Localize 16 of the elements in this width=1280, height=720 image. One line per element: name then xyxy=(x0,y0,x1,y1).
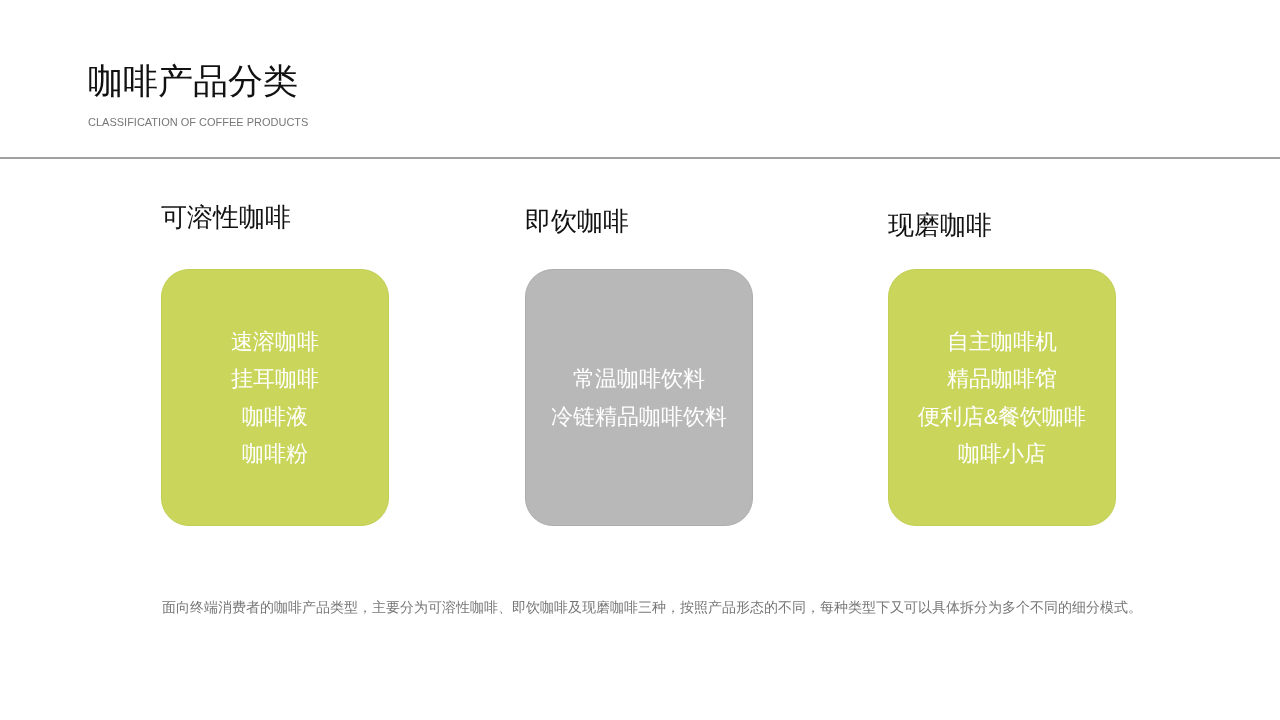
item-text: 咖啡液 xyxy=(242,402,308,431)
item-text: 挂耳咖啡 xyxy=(231,365,319,393)
item-text: 常温咖啡饮料 xyxy=(573,365,705,393)
item-text: 自主咖啡机 xyxy=(947,327,1057,356)
slide-title: 咖啡产品分类 xyxy=(88,60,298,102)
item-text: 精品咖啡馆 xyxy=(947,365,1057,393)
category-heading: 可溶性咖啡 xyxy=(161,201,291,234)
item-text: 咖啡粉 xyxy=(242,440,308,468)
item-text: 冷链精品咖啡饮料 xyxy=(551,402,727,431)
description-text: 面向终端消费者的咖啡产品类型，主要分为可溶性咖啡、即饮咖啡及现磨咖啡三种，按照产品形态的不同，每种类型下又可以具体拆分为多个不同的细分模式。 xyxy=(162,598,1142,617)
category-heading: 现磨咖啡 xyxy=(888,209,992,242)
item-text: 速溶咖啡 xyxy=(231,327,319,356)
item-text: 咖啡小店 xyxy=(958,440,1046,468)
subtitle: CLASSIFICATION OF COFFEE PRODUCTS xyxy=(88,115,309,129)
category-heading: 即饮咖啡 xyxy=(525,205,629,238)
item-text: 便利店&餐饮咖啡 xyxy=(917,402,1087,431)
